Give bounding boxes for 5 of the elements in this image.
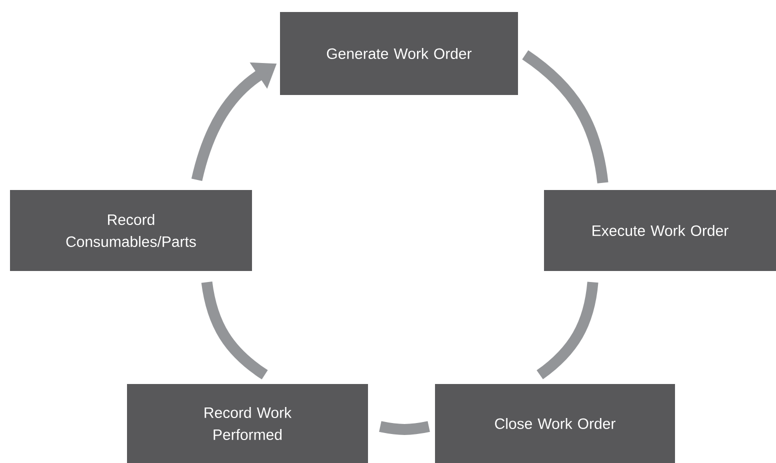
process-box: Close Work Order [435,384,675,463]
process-box: Record Consumables/Parts [10,190,252,271]
process-box: Record Work Performed [127,384,368,463]
process-box: Execute Work Order [544,190,776,271]
process-box: Generate Work Order [280,12,518,95]
